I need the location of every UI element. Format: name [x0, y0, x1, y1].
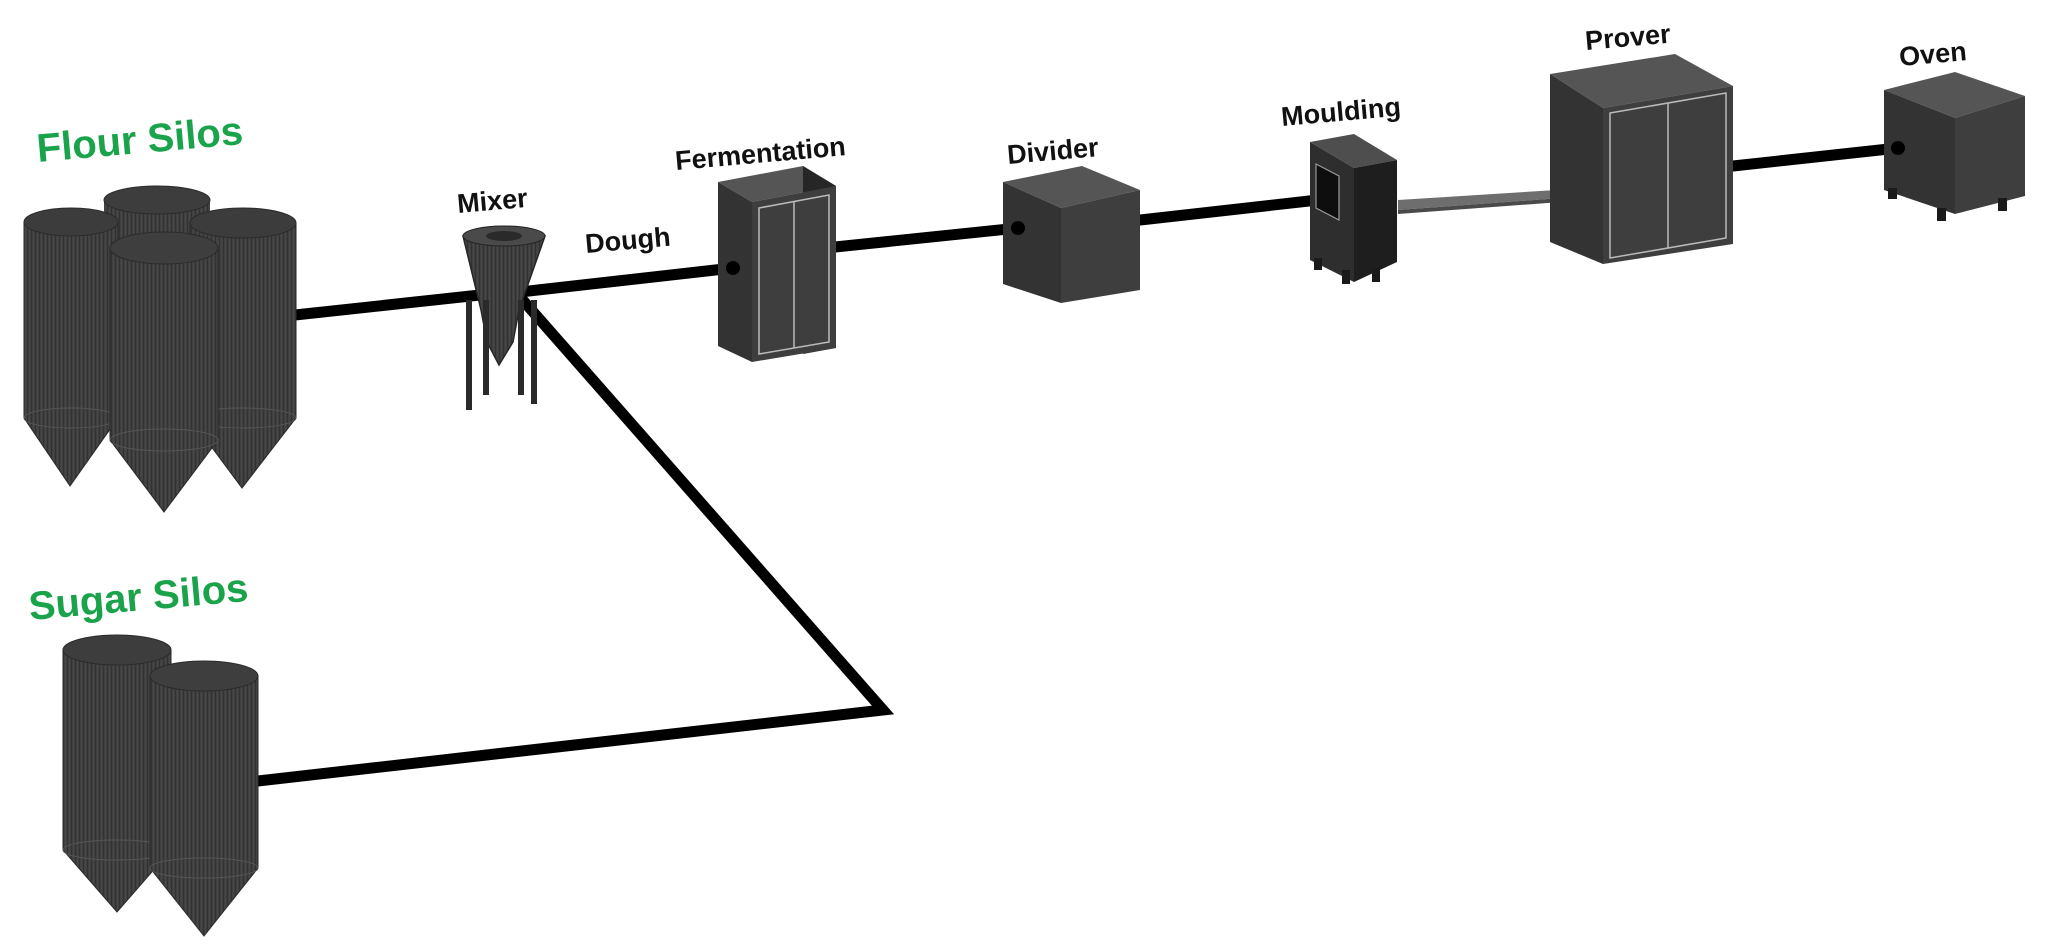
- moulding-machine: [1310, 134, 1397, 284]
- oven: [1884, 72, 2025, 221]
- flour-silos: [23, 185, 297, 513]
- dough-flow-label: Dough: [584, 222, 672, 259]
- flour-silo-left: [23, 207, 119, 487]
- pipe-sugar-to-mixer: [234, 291, 895, 789]
- prover-cabinet: [1550, 54, 1733, 264]
- moulding-label: Moulding: [1280, 92, 1402, 132]
- mixer-label: Mixer: [456, 183, 529, 219]
- pipe-prover-to-oven: [1727, 142, 1904, 172]
- sugar-silos: [62, 634, 259, 937]
- oven-label: Oven: [1898, 36, 1968, 72]
- pipe-mixer-to-fermentation: [514, 262, 739, 298]
- sugar-silo-back: [62, 634, 172, 913]
- mixer: [462, 225, 547, 410]
- pipe-flour-to-mixer: [289, 289, 486, 321]
- divider-label: Divider: [1006, 132, 1100, 170]
- sugar-silos-label: Sugar Silos: [27, 566, 250, 629]
- divider-machine: [1003, 166, 1140, 303]
- flour-silos-label: Flour Silos: [35, 109, 245, 171]
- pipe-divider-to-moulding: [1134, 194, 1324, 226]
- pipe-fermentation-to-divider: [829, 222, 1024, 253]
- fermentation-cabinet: [718, 166, 836, 362]
- flour-silo-front: [109, 231, 219, 513]
- fermentation-label: Fermentation: [674, 131, 847, 176]
- pipes: [234, 142, 1904, 789]
- prover-label: Prover: [1584, 19, 1672, 56]
- sugar-silo-front: [149, 660, 259, 937]
- conveyor: [1398, 188, 1588, 214]
- pipe-end-caps: [726, 141, 1905, 275]
